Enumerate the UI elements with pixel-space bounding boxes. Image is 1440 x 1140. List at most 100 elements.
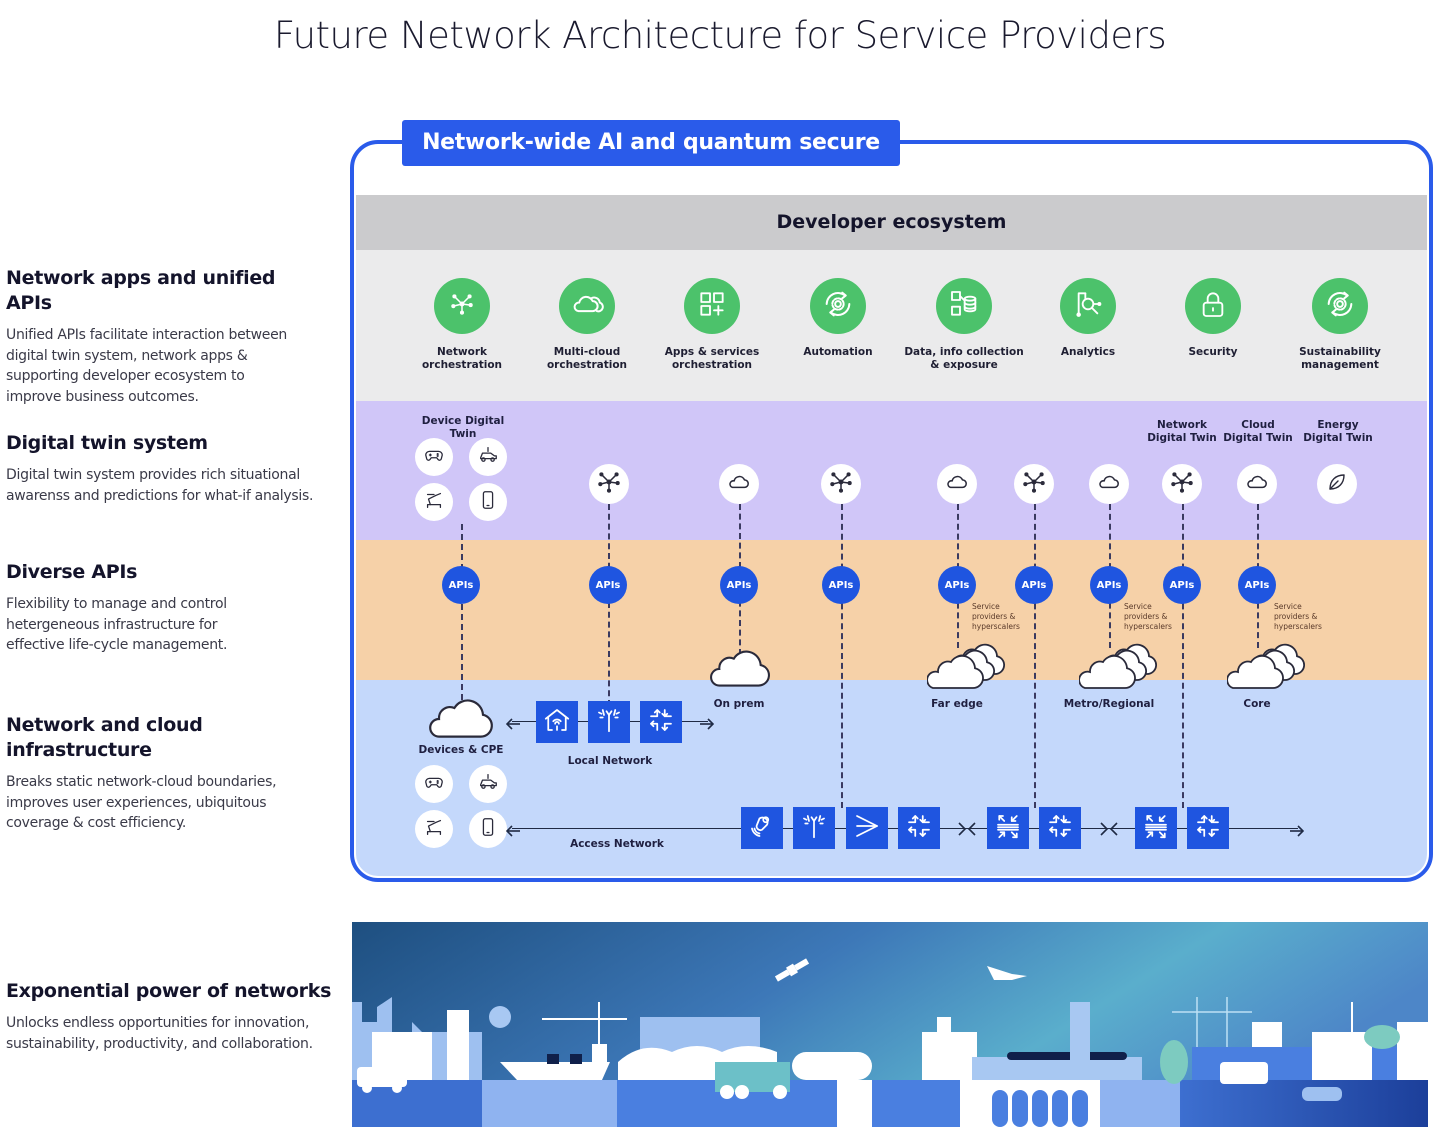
- apis-node[interactable]: APIs: [1238, 566, 1276, 604]
- app-label-line: Analytics: [1060, 346, 1116, 358]
- city-illustration-svg: [352, 922, 1428, 1127]
- section-text: improve business outcomes.: [6, 388, 199, 405]
- app-label-line: Network: [436, 346, 487, 358]
- city-illustration: [352, 922, 1428, 1127]
- router-arrows-icon: [646, 705, 676, 739]
- section-heading: Exponential power of networks: [6, 980, 332, 1002]
- app-network-star[interactable]: [434, 278, 490, 334]
- automation-gear-icon: [821, 287, 855, 325]
- app-apps-grid[interactable]: [684, 278, 740, 334]
- label-line: Energy: [1317, 419, 1359, 431]
- note-line: hyperscalers: [972, 622, 1020, 631]
- core-clouds[interactable]: [1226, 638, 1311, 694]
- lock-icon: [1197, 288, 1229, 324]
- twin-node-cloud[interactable]: [937, 464, 977, 504]
- access-satellite-dish[interactable]: [741, 807, 783, 849]
- device-twin-phone[interactable]: [469, 483, 507, 521]
- cloud-digital-twin-label: Cloud Digital Twin: [1218, 419, 1298, 445]
- home-wifi-icon: [542, 705, 572, 739]
- apis-node[interactable]: APIs: [938, 566, 976, 604]
- on-prem-cloud[interactable]: [709, 648, 771, 694]
- arrow-left-icon: [505, 715, 520, 734]
- twin-node-network-star[interactable]: [821, 464, 861, 504]
- access-router-arrows[interactable]: [1187, 807, 1229, 849]
- section-text: Digital twin system provides rich situat…: [6, 467, 300, 483]
- devices-cpe-cloud[interactable]: [428, 697, 494, 745]
- apis-node[interactable]: APIs: [1163, 566, 1201, 604]
- apis-node[interactable]: APIs: [1015, 566, 1053, 604]
- devices-cpe-label: Devices & CPE: [418, 744, 504, 756]
- section-heading-line2: infrastructure: [6, 739, 152, 761]
- device-car[interactable]: [469, 765, 507, 803]
- twin-node-network-star[interactable]: [1014, 464, 1054, 504]
- access-optical-mux[interactable]: [1135, 807, 1177, 849]
- page-title: Future Network Architecture for Service …: [273, 14, 1167, 57]
- label-line: Cloud: [1241, 419, 1275, 431]
- network-star-icon: [596, 469, 622, 499]
- robot-arm-icon: [423, 816, 445, 842]
- access-antenna[interactable]: [793, 807, 835, 849]
- access-optical-mux[interactable]: [987, 807, 1029, 849]
- app-label: Automation: [773, 346, 903, 359]
- apis-node[interactable]: APIs: [589, 566, 627, 604]
- network-digital-twin-label: Network Digital Twin: [1142, 419, 1222, 445]
- apis-node[interactable]: APIs: [720, 566, 758, 604]
- app-data-database[interactable]: [936, 278, 992, 334]
- access-router-arrows[interactable]: [1039, 807, 1081, 849]
- app-label-line: Multi-cloud: [553, 346, 621, 358]
- access-network-label: Access Network: [570, 838, 664, 850]
- far-edge-label: Far edge: [931, 698, 983, 710]
- device-phone[interactable]: [469, 810, 507, 848]
- twin-node-cloud[interactable]: [719, 464, 759, 504]
- app-label: Analytics: [1023, 346, 1153, 359]
- cloud-icon: [726, 469, 752, 499]
- access-amplifier[interactable]: [846, 807, 888, 849]
- dashed-connector: [461, 524, 463, 700]
- app-sustainability-gear[interactable]: [1312, 278, 1368, 334]
- apis-node[interactable]: APIs: [442, 566, 480, 604]
- local-antenna[interactable]: [588, 701, 630, 743]
- app-analytics-magnifier[interactable]: [1060, 278, 1116, 334]
- twin-node-network-star[interactable]: [589, 464, 629, 504]
- network-apps-band: [356, 250, 1427, 401]
- app-label-line: Data, info collection: [904, 346, 1024, 358]
- metro-regional-clouds[interactable]: [1078, 638, 1163, 694]
- app-automation-gear[interactable]: [810, 278, 866, 334]
- section-network-cloud: Network and cloud infrastructure Breaks …: [6, 713, 326, 834]
- gamepad-icon: [423, 444, 445, 470]
- phone-icon: [477, 489, 499, 515]
- leaf-icon: [1325, 470, 1349, 498]
- twin-node-cloud[interactable]: [1237, 464, 1277, 504]
- access-router-arrows[interactable]: [898, 807, 940, 849]
- local-router-arrows[interactable]: [640, 701, 682, 743]
- app-label-line: Automation: [803, 346, 873, 358]
- app-label-line: Sustainability: [1299, 346, 1381, 358]
- section-heading: Diverse APIs: [6, 561, 138, 583]
- app-lock[interactable]: [1185, 278, 1241, 334]
- twin-node-cloud[interactable]: [1089, 464, 1129, 504]
- device-robot-arm[interactable]: [415, 810, 453, 848]
- device-twin-car[interactable]: [469, 438, 507, 476]
- section-heading: Network apps and unified APIs: [6, 267, 276, 314]
- section-text: Unlocks endless opportunities for innova…: [6, 1015, 310, 1031]
- apis-node[interactable]: APIs: [1090, 566, 1128, 604]
- device-twin-gamepad[interactable]: [415, 438, 453, 476]
- apis-band: [356, 540, 1427, 680]
- device-twin-robot-arm[interactable]: [415, 483, 453, 521]
- multi-cloud-icon: [570, 287, 604, 325]
- app-multi-cloud[interactable]: [559, 278, 615, 334]
- twin-node-network-star[interactable]: [1162, 464, 1202, 504]
- far-edge-clouds[interactable]: [926, 638, 1011, 694]
- apps-grid-icon: [696, 288, 728, 324]
- apis-node[interactable]: APIs: [822, 566, 860, 604]
- twin-node-leaf[interactable]: [1317, 464, 1357, 504]
- local-home-wifi[interactable]: [536, 701, 578, 743]
- device-gamepad[interactable]: [415, 765, 453, 803]
- section-text: hetergeneous infrastructure for: [6, 616, 218, 633]
- antenna-icon: [594, 705, 624, 739]
- device-digital-twin-label: Device Digital Twin: [421, 415, 505, 440]
